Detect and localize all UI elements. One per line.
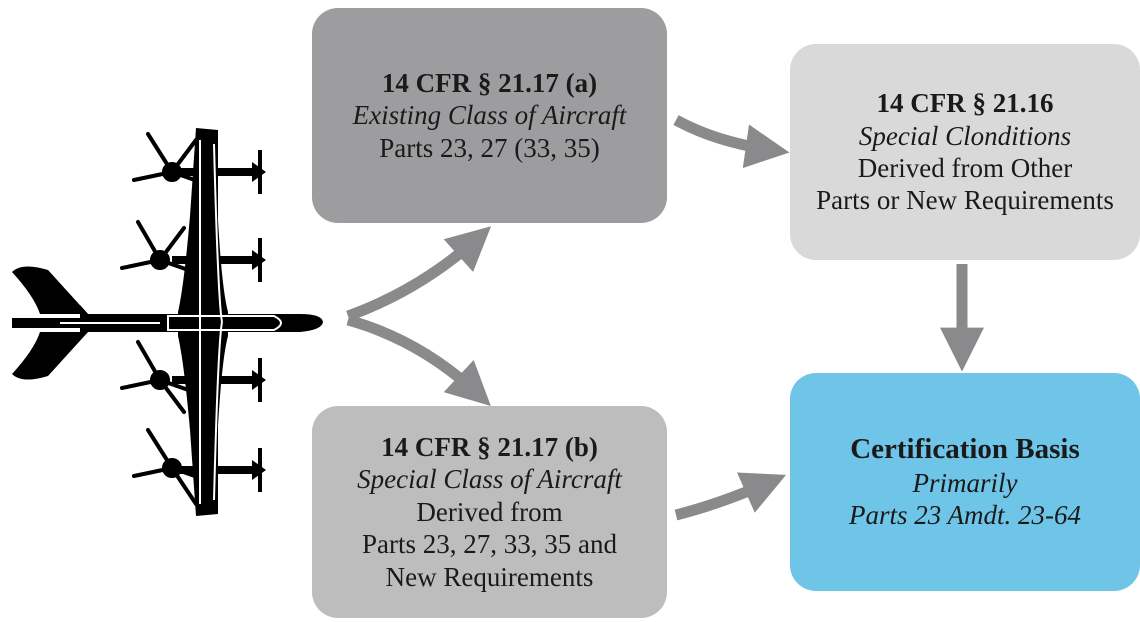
- special-conditions-box: 14 CFR § 21.16 Special Clonditions Deriv…: [790, 44, 1140, 260]
- certification-basis-box: Certification Basis Primarily Parts 23 A…: [790, 373, 1140, 591]
- certification-basis-title: Certification Basis: [850, 433, 1080, 466]
- evtol-aircraft-icon: [12, 128, 323, 516]
- special-class-subtitle: Special Class of Aircraft: [357, 464, 622, 495]
- special-class-line: Derived from: [416, 496, 563, 527]
- certification-basis-subtitle: Primarily: [912, 468, 1018, 498]
- special-conditions-title: 14 CFR § 21.16: [876, 88, 1054, 119]
- special-conditions-line: Parts or New Requirements: [816, 185, 1114, 216]
- arrow-aircraft-to-existing-class: [346, 226, 492, 322]
- special-class-box: 14 CFR § 21.17 (b) Special Class of Airc…: [312, 406, 667, 618]
- special-conditions-line: Derived from Other: [857, 153, 1073, 183]
- existing-class-title: 14 CFR § 21.17 (a): [381, 67, 598, 98]
- arrow-aircraft-to-special-class: [346, 314, 491, 406]
- special-class-title: 14 CFR § 21.17 (b): [381, 432, 598, 463]
- existing-class-subtitle: Existing Class of Aircraft: [352, 100, 627, 131]
- arrow-special-class-to-certification-basis: [674, 472, 787, 521]
- arrow-existing-class-to-special-conditions: [673, 115, 790, 169]
- existing-class-box: 14 CFR § 21.17 (a) Existing Class of Air…: [312, 8, 667, 223]
- special-conditions-subtitle: Special Clonditions: [858, 120, 1072, 151]
- existing-class-line: Parts 23, 27 (33, 35): [379, 132, 600, 163]
- certification-basis-line: Parts 23 Amdt. 23-64: [848, 500, 1081, 531]
- special-class-line: Parts 23, 27, 33, 35 and: [362, 529, 617, 560]
- special-class-line: New Requirements: [385, 561, 594, 592]
